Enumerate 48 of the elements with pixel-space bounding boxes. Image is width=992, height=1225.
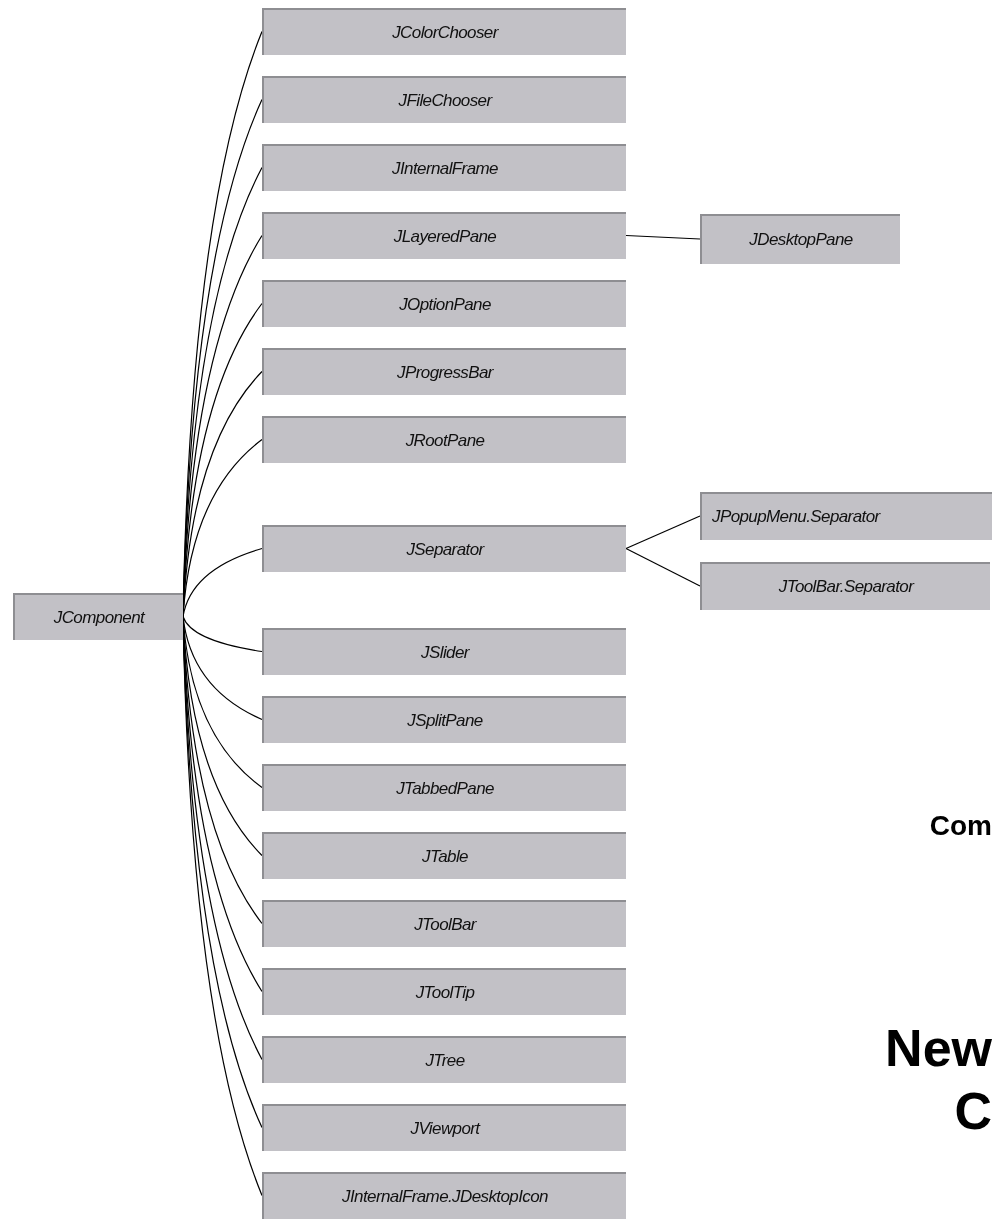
- class-box: [262, 1172, 626, 1219]
- class-name: JPopupMenu.Separator: [712, 507, 880, 527]
- connector-line: [625, 234, 701, 240]
- class-name: JSlider: [421, 642, 469, 663]
- class-box: [700, 562, 990, 610]
- class-box: [262, 525, 626, 572]
- class-box: [262, 76, 626, 123]
- class-name: JRootPane: [405, 430, 485, 451]
- class-name: JSplitPane: [407, 710, 483, 731]
- class-box: [700, 214, 900, 264]
- class-name: JOptionPane: [399, 294, 491, 315]
- class-box: [262, 416, 626, 463]
- class-name: JToolBar: [414, 914, 476, 935]
- class-box: [262, 280, 626, 327]
- class-name: JSeparator: [406, 539, 484, 560]
- class-name: JInternalFrame.JDesktopIcon: [342, 1186, 548, 1207]
- class-box: [262, 832, 626, 879]
- class-name: JLayeredPane: [393, 226, 497, 247]
- class-box: [262, 628, 626, 675]
- class-name: JTabbedPane: [396, 778, 494, 799]
- class-box: [262, 696, 626, 743]
- class-name: JDesktopPane: [749, 230, 853, 250]
- class-box: [262, 764, 626, 811]
- class-box: [262, 900, 626, 947]
- class-name: JColorChooser: [392, 22, 498, 43]
- class-box: [262, 8, 626, 55]
- connector-line: [625, 547, 701, 587]
- class-name: JViewport: [410, 1118, 480, 1139]
- class-box: [262, 212, 626, 259]
- class-box: [13, 593, 183, 640]
- connector-line: [625, 515, 701, 550]
- class-box: [262, 348, 626, 395]
- class-box: [700, 492, 992, 540]
- class-name: JProgressBar: [397, 362, 493, 383]
- class-box: [262, 968, 626, 1015]
- class-box: [262, 1036, 626, 1083]
- class-box: [262, 1104, 626, 1151]
- class-name: JFileChooser: [398, 90, 492, 111]
- class-name: JTree: [425, 1050, 465, 1071]
- class-name: JToolBar.Separator: [778, 577, 914, 597]
- class-name: JTable: [422, 846, 468, 867]
- class-box: [262, 144, 626, 191]
- heading-text: C: [954, 1085, 992, 1137]
- heading-text: New: [885, 1022, 992, 1074]
- class-name: JComponent: [53, 607, 145, 628]
- class-name: JToolTip: [415, 982, 475, 1003]
- heading-text: Com: [929, 812, 992, 840]
- class-name: JInternalFrame: [392, 158, 498, 179]
